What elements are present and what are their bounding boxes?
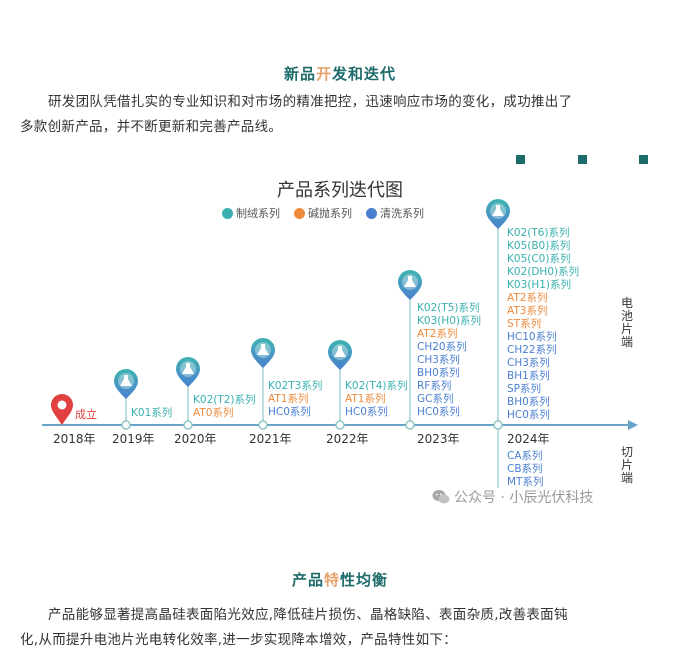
product-series-label: AT1系列 (345, 393, 386, 405)
intro-line-2: 多款创新产品，并不断更新和完善产品线。 (20, 119, 283, 135)
product-series-label: HC10系列 (507, 331, 557, 343)
product-series-label: RF系列 (417, 380, 452, 392)
chart-title: 产品系列迭代图 (277, 180, 403, 201)
product-series-label: AT0系列 (193, 407, 234, 419)
flask-pin-icon-2023 (398, 270, 422, 300)
product-series-label: HC0系列 (417, 406, 460, 418)
features-line-2: 化,从而提升电池片光电转化效率,进一步实现降本增效，产品特性如下： (20, 632, 457, 648)
node-2020 (183, 420, 193, 430)
location-pin-icon (51, 394, 73, 425)
flask-icon (222, 207, 233, 219)
product-series-label: AT2系列 (507, 292, 548, 304)
product-series-label: K02(T4)系列 (345, 380, 408, 392)
year-label: 2020年 (174, 432, 217, 446)
section-heading-features: 产品特性均衡 (291, 571, 389, 589)
product-series-label: K03(H0)系列 (417, 315, 482, 327)
legend-jp: 碱抛系列 (294, 205, 352, 221)
year-label: 2018年 (53, 432, 96, 446)
product-series-label: BH0系列 (417, 367, 460, 379)
product-series-label: K05(C0)系列 (507, 253, 571, 265)
product-series-label: K02(T2)系列 (193, 394, 256, 406)
node-2024 (493, 420, 503, 430)
product-series-label: BH0系列 (507, 396, 550, 408)
product-series-label: AT1系列 (268, 393, 309, 405)
flask-pin-icon-2020 (176, 357, 200, 387)
watermark: 公众号 · 小辰光伏科技 (432, 487, 593, 507)
intro-paragraph: 研发团队凭借扎实的专业知识和对市场的精准把控，迅速响应市场的变化，成功推出了 多… (20, 90, 665, 140)
product-series-label: SP系列 (507, 383, 541, 395)
product-series-label: K01系列 (131, 407, 173, 419)
chart-legend: 制绒系列 碱抛系列 清洗系列 (222, 205, 424, 221)
product-series-label: ST系列 (507, 318, 542, 330)
year-label: 2023年 (417, 432, 460, 446)
product-series-label: BH1系列 (507, 370, 550, 382)
side-label-slicing-end: 切片端 (620, 445, 633, 485)
features-line-1: 产品能够显著提高晶硅表面陷光效应,降低硅片损伤、晶格缺陷、表面杂质,改善表面钝 (48, 607, 568, 623)
flask-pin-icon-2022 (328, 340, 352, 370)
decor-square (578, 155, 587, 164)
legend-zr: 制绒系列 (222, 205, 280, 221)
product-series-label: K02(T6)系列 (507, 227, 570, 239)
product-series-label: CH3系列 (417, 354, 460, 366)
labels-2019: K01系列 (131, 407, 172, 420)
year-label: 2024年 (507, 432, 550, 446)
product-series-label: MT系列 (507, 476, 544, 488)
flask-icon (366, 207, 377, 219)
year-label: 2021年 (249, 432, 292, 446)
features-paragraph: 产品能够显著提高晶硅表面陷光效应,降低硅片损伤、晶格缺陷、表面杂质,改善表面钝 … (20, 603, 665, 653)
product-series-label: K02(DH0)系列 (507, 266, 580, 278)
node-2021 (258, 420, 268, 430)
decor-square (516, 155, 525, 164)
founded-label: 成立 (75, 408, 97, 421)
legend-qx: 清洗系列 (366, 205, 424, 221)
product-series-label: AT3系列 (507, 305, 548, 317)
product-series-label: CA系列 (507, 450, 543, 462)
side-label-cell-end: 电池片端 (620, 296, 633, 349)
section-heading-new-products: 新品开发和迭代 (283, 65, 397, 83)
product-series-label: K02T3系列 (268, 380, 323, 392)
year-label: 2022年 (326, 432, 369, 446)
product-series-label: CH22系列 (507, 344, 557, 356)
product-series-label: K05(B0)系列 (507, 240, 571, 252)
intro-line-1: 研发团队凭借扎实的专业知识和对市场的精准把控，迅速响应市场的变化，成功推出了 (48, 94, 573, 110)
product-series-label: HC0系列 (507, 409, 550, 421)
product-series-label: K03(H1)系列 (507, 279, 572, 291)
decor-square (639, 155, 648, 164)
product-series-label: HC0系列 (345, 406, 388, 418)
node-2022 (335, 420, 345, 430)
product-series-label: AT2系列 (417, 328, 458, 340)
product-series-label: CH3系列 (507, 357, 550, 369)
product-series-label: CB系列 (507, 463, 543, 475)
product-series-label: K02(T5)系列 (417, 302, 480, 314)
year-label: 2019年 (112, 432, 155, 446)
flask-pin-icon-2021 (251, 338, 275, 368)
product-series-label: CH20系列 (417, 341, 467, 353)
flask-pin-icon-2024 (486, 199, 510, 229)
product-series-label: GC系列 (417, 393, 454, 405)
product-series-label: HC0系列 (268, 406, 311, 418)
wechat-icon (432, 490, 450, 504)
node-2023 (405, 420, 415, 430)
axis-arrow-icon (628, 420, 638, 430)
flask-pin-icon-2019 (114, 369, 138, 399)
flask-icon (294, 207, 305, 219)
node-2019 (121, 420, 131, 430)
